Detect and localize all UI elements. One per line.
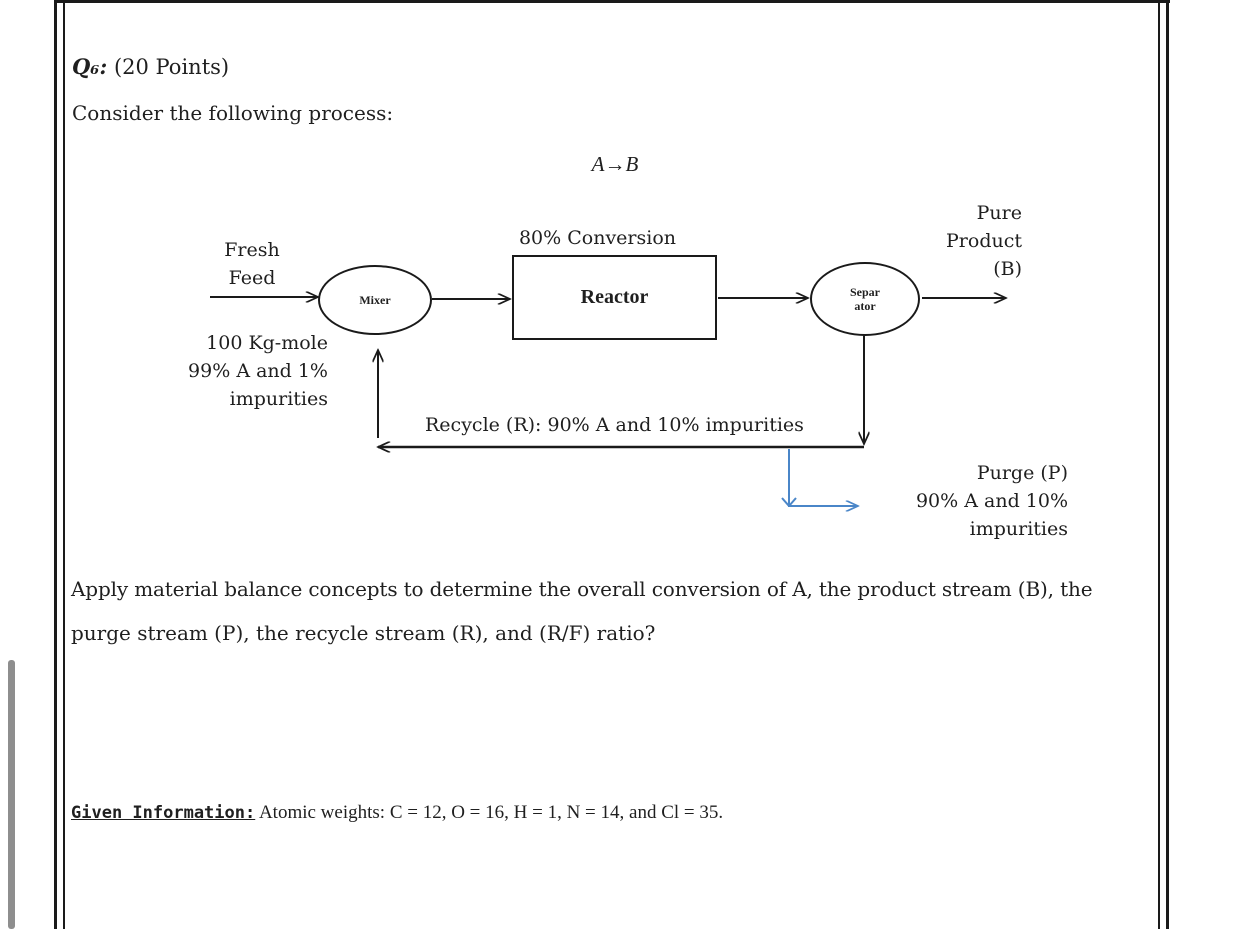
product-line-2: Product [946, 230, 1022, 252]
reactor-label: Reactor [580, 286, 649, 308]
feed-impurities: impurities [229, 388, 328, 410]
feed-composition: 99% A and 1% [188, 360, 328, 382]
mixer-node: Mixer [318, 265, 432, 335]
mixer-label: Mixer [359, 292, 391, 307]
given-heading: Given Information: [71, 803, 256, 823]
question-number: Q₆: [72, 54, 108, 79]
recycle-label: Recycle (R): 90% A and 10% impurities [425, 414, 804, 436]
frame-left-inner [63, 0, 65, 929]
separator-node: Separ ator [810, 262, 920, 336]
separator-line-1: Separ [850, 285, 880, 299]
given-text: Atomic weights: C = 12, O = 16, H = 1, N… [258, 802, 724, 823]
feed-info: 100 Kg-mole 99% A and 1% impurities [160, 329, 328, 413]
purge-branch-tip [781, 497, 790, 507]
fresh-feed-line-1: Fresh [224, 239, 280, 261]
task-line-2: purge stream (P), the recycle stream (R)… [71, 621, 656, 645]
reactor-box: Reactor [512, 255, 717, 340]
separator-line-2: ator [854, 299, 876, 313]
purge-branch-tip2 [788, 497, 797, 507]
task-line-1: Apply material balance concepts to deter… [71, 577, 1093, 601]
reaction-equation: A→B [591, 152, 639, 176]
frame-top-border [54, 0, 1170, 3]
purge-label: Purge (P) 90% A and 10% impurities [880, 459, 1068, 543]
given-information: Given Information: Atomic weights: C = 1… [71, 802, 723, 824]
question-intro: Consider the following process: [72, 101, 394, 125]
feed-amount: 100 Kg-mole [206, 332, 328, 354]
fresh-feed-label: Fresh Feed [210, 236, 294, 292]
question-points: (20 Points) [113, 55, 230, 79]
product-line-3: (B) [993, 258, 1022, 280]
scrollbar-thumb[interactable] [8, 660, 15, 929]
purge-line-1: Purge (P) [976, 462, 1068, 484]
frame-right-outer [1166, 0, 1169, 929]
conversion-label: 80% Conversion [518, 227, 677, 249]
purge-branch-arrow [788, 449, 858, 506]
frame-left-outer [54, 0, 57, 929]
frame-right-inner [1158, 0, 1160, 929]
question-header: Q₆: (20 Points) [72, 54, 229, 79]
purge-line-3: impurities [969, 518, 1068, 540]
fresh-feed-line-2: Feed [228, 267, 276, 289]
product-line-1: Pure [976, 202, 1022, 224]
product-label: Pure Product (B) [920, 199, 1022, 283]
purge-line-2: 90% A and 10% [915, 490, 1068, 512]
